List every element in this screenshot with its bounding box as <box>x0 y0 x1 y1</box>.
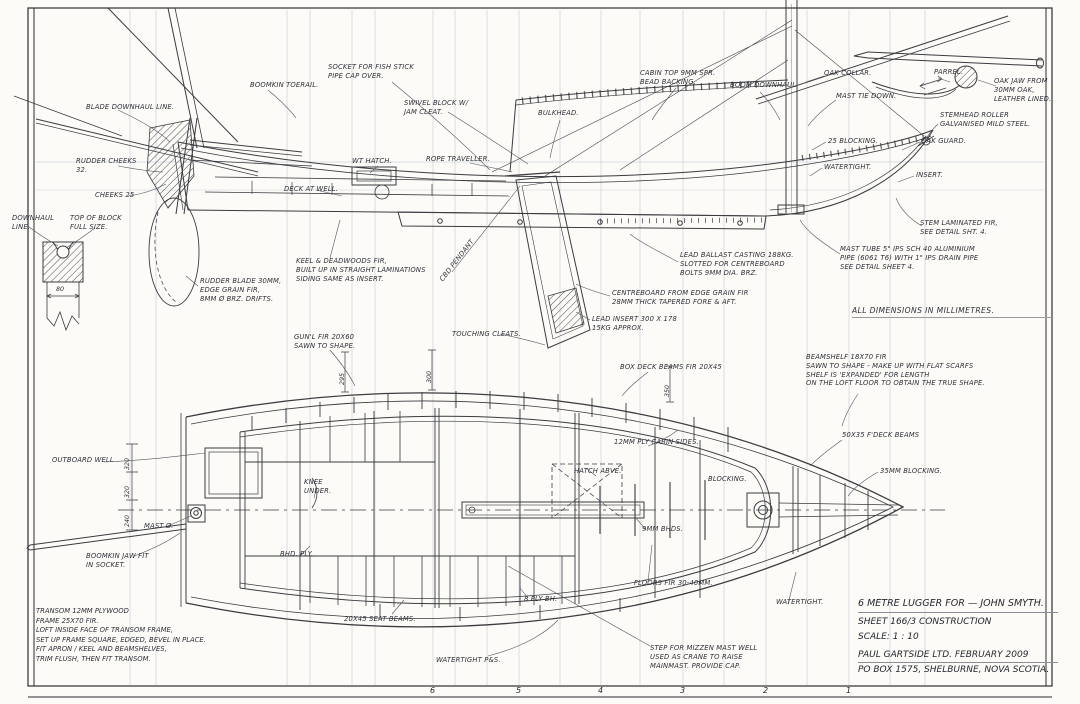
drawing-title: 6 METRE LUGGER FOR — JOHN SMYTH. <box>858 596 1058 614</box>
station-label-6: 6 <box>430 686 436 695</box>
annotation-beamshelf: BEAMSHELF 18X70 FIR SAWN TO SHAPE - MAKE… <box>806 353 985 388</box>
annotation-socket-fish-stick: SOCKET FOR FISH STICK PIPE CAP OVER. <box>328 63 414 80</box>
annotation-downhaul-line: DOWNHAUL LINE. <box>12 214 55 231</box>
annotation-oak-collar: OAK COLLAR. <box>824 69 872 77</box>
dim-beam-a: 295 <box>339 372 346 385</box>
annotation-deck-at-well: DECK AT WELL. <box>284 185 339 193</box>
drawing-scale: SCALE: 1 : 10 <box>858 631 919 642</box>
annotation-blade-downhaul: BLADE DOWNHAUL LINE. <box>86 103 175 111</box>
station-label-4: 4 <box>598 686 604 695</box>
annotation-stemhead-roller: STEMHEAD ROLLER GALVANISED MILD STEEL. <box>940 111 1031 128</box>
annotation-mast-dia: MAST Ø. <box>144 522 174 530</box>
annotation-box-deck-beams: BOX DECK BEAMS FIR 20X45 <box>620 363 722 371</box>
station-label-5: 5 <box>516 686 522 695</box>
annotation-cheeks-25: CHEEKS 25 <box>95 191 135 199</box>
dim-beam-c: 350 <box>664 384 671 397</box>
sheet-border <box>27 7 1053 698</box>
dim-beam-b: 300 <box>426 370 433 383</box>
sheet-number: SHEET 166/3 CONSTRUCTION <box>858 617 992 628</box>
annotation-insert: INSERT. <box>916 171 943 179</box>
annotation-boom-downhaul: BOOM DOWNHAUL. <box>730 81 799 89</box>
annotation-stem-laminated: STEM LAMINATED FIR, SEE DETAIL SHT. 4. <box>920 219 998 236</box>
designer-address: PO BOX 1575, SHELBURNE, NOVA SCOTIA. <box>858 665 1050 676</box>
annotation-oak-jaw: OAK JAW FROM 30MM OAK, LEATHER LINED. <box>994 77 1052 103</box>
title-block: 6 METRE LUGGER FOR — JOHN SMYTH. SHEET 1… <box>858 596 1058 678</box>
profile-view <box>13 0 1011 349</box>
annotation-oak-guard: OAK GUARD. <box>921 137 967 145</box>
annotation-hatch-above: HATCH ABVE. <box>574 467 622 475</box>
annotation-rudder-cheeks: RUDDER CHEEKS 32. <box>76 157 137 174</box>
annotation-rope-traveller: ROPE TRAVELLER. <box>426 155 490 163</box>
annotation-lead-insert: LEAD INSERT 300 X 178 15KG APPROX. <box>592 315 677 332</box>
annotation-ply-cabin-sides: 12MM PLY CABIN SIDES. <box>614 438 699 446</box>
annotation-watertight-ps: WATERTIGHT P&S. <box>436 656 501 664</box>
leader-lines <box>27 75 997 657</box>
annotation-fdeck-beams: 50X35 F'DECK BEAMS <box>842 431 920 439</box>
dim-well-a: 320 <box>124 457 131 470</box>
annotation-centreboard: CENTREBOARD FROM EDGE GRAIN FIR 28MM THI… <box>612 289 749 306</box>
annotation-bulkhead: BULKHEAD. <box>538 109 579 117</box>
pencil-grid <box>36 10 1044 685</box>
annotation-blocking: BLOCKING. <box>708 475 747 483</box>
annotation-rudder-blade: RUDDER BLADE 30MM, EDGE GRAIN FIR, 8MM Ø… <box>200 277 282 303</box>
annotation-boomkin-toerail: BOOMKIN TOERAIL. <box>250 81 319 89</box>
dim-well-b: 320 <box>124 485 131 498</box>
transom-notes: TRANSOM 12MM PLYWOOD FRAME 25X70 FIR. LO… <box>36 607 206 663</box>
annotation-mizzen-step: STEP FOR MIZZEN MAST WELL USED AS CRANE … <box>650 644 758 670</box>
annotation-9mm-bhds: 9MM BHDS. <box>642 525 684 533</box>
dim-block-width: 80 <box>56 286 65 293</box>
annotation-knee-under: KNEE UNDER. <box>304 478 332 495</box>
annotation-gunl: GUN'L FIR 20X60 SAWN TO SHAPE. <box>294 333 356 350</box>
plan-view <box>26 349 945 628</box>
designer-name: PAUL GARTSIDE LTD. FEBRUARY 2009 <box>858 648 1058 664</box>
annotation-parrel: PARREL. <box>934 68 964 76</box>
annotation-boomkin-jaw: BOOMKIN JAW FIT IN SOCKET. <box>86 552 149 569</box>
annotation-8-ply-bh: 8 PLY BH. <box>524 595 558 603</box>
annotation-watertight-aft: WATERTIGHT. <box>824 163 872 171</box>
annotation-lead-ballast: LEAD BALLAST CASTING 188KG. SLOTTED FOR … <box>680 251 794 277</box>
annotation-swivel-block: SWIVEL BLOCK W/ JAM CLEAT. <box>404 99 469 116</box>
annotation-watertight-fwd: WATERTIGHT. <box>776 598 824 606</box>
annotation-mast-tube: MAST TUBE 5" IPS SCH 40 ALUMINIUM PIPE (… <box>840 245 979 271</box>
annotation-bhd-ply: BHD. PLY. <box>280 550 314 558</box>
station-label-2: 2 <box>763 686 769 695</box>
annotation-top-of-block: TOP OF BLOCK FULL SIZE. <box>70 214 122 231</box>
annotation-seat-beams: 20X45 SEAT BEAMS. <box>344 615 416 623</box>
annotation-blocking-35: 35MM BLOCKING. <box>880 467 942 475</box>
general-note: ALL DIMENSIONS IN MILLIMETRES. <box>852 306 1052 318</box>
annotation-keel-deadwoods: KEEL & DEADWOODS FIR, BUILT UP IN STRAIG… <box>296 257 426 283</box>
annotation-outboard-well: OUTBOARD WELL <box>52 456 114 464</box>
boom-jaw-detail <box>853 51 1044 99</box>
annotation-floors: FLOORS FIR 30-40MM. <box>634 579 713 587</box>
annotation-touching-cleats: TOUCHING CLEATS. <box>452 330 521 338</box>
annotation-wt-hatch: WT HATCH. <box>352 157 392 165</box>
annotation-mast-tie-down: MAST TIE DOWN. <box>836 92 897 100</box>
annotation-blocking-25: 25 BLOCKING. <box>828 137 878 145</box>
annotation-cabin-top: CABIN TOP 9MM SPR. BEAD BACKING. <box>640 69 716 86</box>
dim-well-c: 240 <box>124 514 131 527</box>
station-label-1: 1 <box>846 686 852 695</box>
station-label-3: 3 <box>680 686 686 695</box>
